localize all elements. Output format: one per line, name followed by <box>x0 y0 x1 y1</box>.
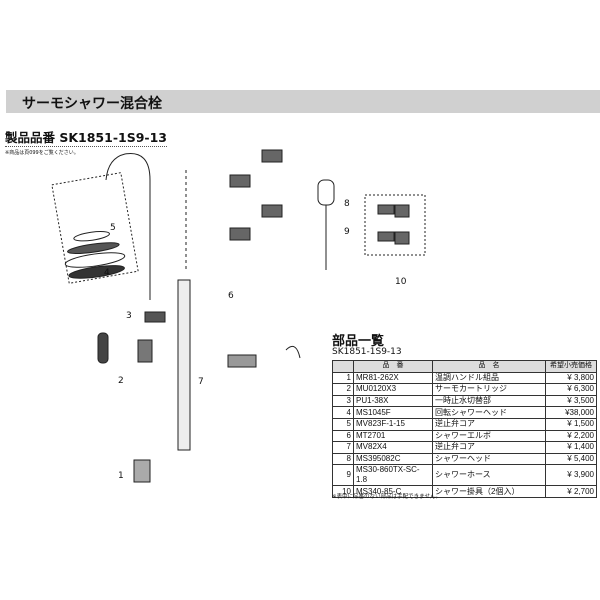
part-code: MS1045F <box>353 406 433 419</box>
svg-text:10: 10 <box>395 277 407 287</box>
part-name: 逆止弁コア <box>432 441 546 454</box>
part-name: シャワーヘッド <box>432 452 546 466</box>
product-number: 製品品番 SK1851-1S9-13 <box>5 127 167 147</box>
part-name: 温調ハンドル組品 <box>432 371 546 385</box>
part-code: MU0120X3 <box>353 383 433 396</box>
product-note: ※商品は頁099をご覧ください。 <box>5 150 79 156</box>
handle-part <box>133 459 151 483</box>
elbow <box>227 354 257 368</box>
svg-text:5: 5 <box>110 223 116 233</box>
part-price: ¥ 2,700 <box>545 485 597 498</box>
slide-bar <box>177 279 191 451</box>
part-code: MS30-860TX-SC-1.8 <box>353 464 433 487</box>
svg-text:3: 3 <box>126 311 132 321</box>
part-name: 一時止水切替部 <box>432 394 546 408</box>
col-code: 品 番 <box>353 360 433 373</box>
svg-text:4: 4 <box>104 268 110 278</box>
svg-text:1: 1 <box>118 471 124 481</box>
part-name: シャワー掛具（2個入） <box>432 485 546 498</box>
cartridge <box>137 339 153 363</box>
handle <box>97 332 109 364</box>
part-name: サーモカートリッジ <box>432 383 546 396</box>
part-name: シャワーホース <box>432 464 546 487</box>
part-price: ¥38,000 <box>545 406 597 419</box>
col-name: 品 名 <box>432 360 546 373</box>
part-price: ¥ 5,400 <box>545 452 597 466</box>
part-name: 回転シャワーヘッド <box>432 406 546 419</box>
part-number-index: 3 <box>332 394 354 408</box>
part-code: MV82X4 <box>353 441 433 454</box>
svg-text:7: 7 <box>198 377 204 387</box>
part-number-index: 6 <box>332 429 354 443</box>
part-price: ¥ 1,400 <box>545 441 597 454</box>
wall-fittings <box>229 149 283 241</box>
svg-text:8: 8 <box>344 199 350 209</box>
part-price: ¥ 3,500 <box>545 394 597 408</box>
part-number-index: 1 <box>332 371 354 385</box>
hook-set <box>377 204 410 245</box>
svg-text:6: 6 <box>228 291 234 301</box>
title-band: サーモシャワー混合栓 <box>6 90 600 113</box>
page-title: サーモシャワー混合栓 <box>22 96 162 112</box>
part-price: ¥ 2,200 <box>545 429 597 443</box>
part-number-index: 7 <box>332 441 354 454</box>
part-name: 逆止弁コア <box>432 417 546 431</box>
cartridge-part <box>144 311 166 323</box>
part-code: MT2701 <box>353 429 433 443</box>
col-no <box>332 360 354 373</box>
part-code: MR81-262X <box>353 371 433 385</box>
parts-list-title: 部品一覧 <box>332 334 385 349</box>
overhead-shower-head <box>64 231 126 279</box>
part-name: シャワーエルボ <box>432 429 546 443</box>
part-code: MS395082C <box>353 452 433 466</box>
part-number-index: 9 <box>332 464 354 487</box>
holder <box>285 345 301 359</box>
svg-text:2: 2 <box>118 376 124 386</box>
part-number-index: 2 <box>332 383 354 396</box>
part-price: ¥ 3,800 <box>545 371 597 385</box>
part-price: ¥ 3,900 <box>545 464 597 487</box>
svg-text:9: 9 <box>344 227 350 237</box>
part-code: PU1-38X <box>353 394 433 408</box>
part-code: MS340-85-C <box>353 485 433 498</box>
shower-pipe <box>105 153 151 300</box>
part-number-index: 5 <box>332 417 354 431</box>
part-number-index: 4 <box>332 406 354 419</box>
part-number-index: 8 <box>332 452 354 466</box>
part-price: ¥ 1,500 <box>545 417 597 431</box>
part-code: MV823F-1-15 <box>353 417 433 431</box>
parts-list-code: SK1851-1S9-13 <box>332 347 402 357</box>
hand-shower-head <box>317 179 335 206</box>
col-price: 希望小売価格 <box>545 360 597 373</box>
part-price: ¥ 6,300 <box>545 383 597 396</box>
table-footnote: ※表中に品番のない部品は手配できません。 <box>332 494 441 500</box>
